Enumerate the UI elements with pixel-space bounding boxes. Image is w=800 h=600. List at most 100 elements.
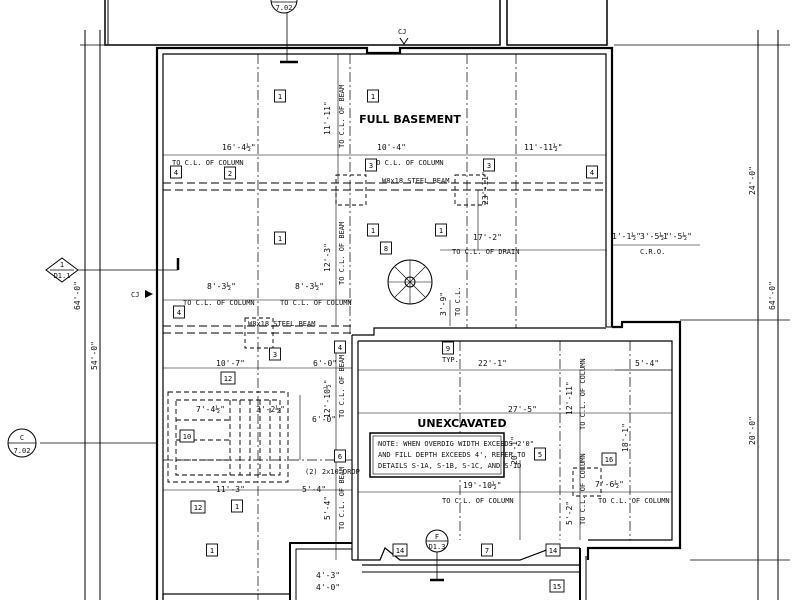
svg-text:4: 4 (177, 309, 181, 317)
svg-text:11'-11½": 11'-11½" (524, 142, 563, 152)
svg-text:7'-6½": 7'-6½" (595, 479, 624, 489)
svg-text:TO C.L. OF BEAM: TO C.L. OF BEAM (338, 222, 346, 285)
callout-tag-3: 3 (483, 158, 495, 172)
beam-line-mid (163, 325, 352, 334)
svg-text:TO C.L. OF COLUMN: TO C.L. OF COLUMN (183, 299, 255, 307)
svg-text:22'-1": 22'-1" (478, 359, 507, 368)
svg-text:1: 1 (439, 227, 443, 235)
svg-text:TO C.L. OF DRAIN: TO C.L. OF DRAIN (452, 248, 519, 256)
callout-tag-4: 4 (170, 165, 182, 179)
callout-tag-1: 1 (274, 231, 286, 245)
svg-text:20'-0": 20'-0" (748, 416, 757, 445)
svg-text:TYP.: TYP. (442, 356, 459, 364)
svg-text:TO C.L. OF BEAM: TO C.L. OF BEAM (338, 467, 346, 530)
svg-text:TO C.L.: TO C.L. (454, 286, 462, 316)
svg-text:1'-5½": 1'-5½" (663, 231, 692, 241)
svg-text:12'-11": 12'-11" (565, 381, 574, 415)
svg-text:4: 4 (590, 169, 594, 177)
callout-tag-1: 1 (206, 543, 218, 557)
section-marker-top: 7.02 (270, 0, 298, 14)
svg-text:54'-0": 54'-0" (90, 341, 99, 370)
svg-text:1: 1 (210, 547, 214, 555)
svg-text:11'-3": 11'-3" (216, 485, 245, 494)
callout-tag-12: 12 (190, 500, 206, 514)
svg-text:15: 15 (553, 583, 561, 591)
svg-text:7: 7 (485, 547, 489, 555)
svg-text:3'-9": 3'-9" (439, 292, 448, 316)
svg-text:64'-0": 64'-0" (73, 281, 82, 310)
svg-text:3: 3 (273, 351, 277, 359)
svg-text:3: 3 (369, 162, 373, 170)
svg-text:10'-7": 10'-7" (216, 359, 245, 368)
callout-tag-1: 1 (367, 89, 379, 103)
section-marker-sheet: D1.1 (54, 272, 71, 280)
svg-text:14: 14 (396, 547, 404, 555)
section-marker-left: 1 D1.1 (45, 257, 79, 283)
svg-text:TO C.L. OF BEAM: TO C.L. OF BEAM (338, 355, 346, 418)
svg-text:12'-10½": 12'-10½" (322, 379, 332, 418)
basement-wall-outer (155, 46, 614, 600)
svg-text:TO C.L. OF BEAM: TO C.L. OF BEAM (338, 85, 346, 148)
callout-tag-15: 15 (549, 579, 565, 593)
note-line-1: NOTE: WHEN OVERDIG WIDTH EXCEEDS 2'0" (378, 440, 534, 448)
svg-text:6'-0": 6'-0" (312, 415, 336, 424)
callout-tag-6: 6 (334, 449, 346, 463)
control-joint-label: CJ (398, 28, 406, 36)
svg-text:18'-1": 18'-1" (621, 423, 630, 452)
callout-tag-5: 5 (534, 447, 546, 461)
dimension-texts: 16'-4½" 10'-4" 11'-11½" TO C.L. OF COLUM… (73, 85, 777, 592)
beam-line-top (163, 182, 606, 191)
svg-text:1: 1 (278, 93, 282, 101)
svg-text:3'-5½": 3'-5½" (640, 231, 669, 241)
svg-text:1: 1 (278, 235, 282, 243)
room-title-unexcavated: UNEXCAVATED (417, 417, 506, 430)
svg-text:5'-4": 5'-4" (635, 359, 659, 368)
section-marker-sheet: 7.02 (276, 4, 293, 12)
callout-tag-1: 1 (231, 499, 243, 513)
callout-tag-10: 10 (179, 429, 195, 443)
svg-text:2: 2 (228, 170, 232, 178)
joist-lines (163, 54, 631, 600)
svg-text:24'-0": 24'-0" (748, 166, 757, 195)
note-line-2: AND FILL DEPTH EXCEEDS 4', REFER TO (378, 451, 526, 459)
svg-text:4: 4 (338, 344, 342, 352)
interior-dimension-lines (163, 54, 700, 560)
upper-room-outline-right (506, 0, 608, 46)
section-marker-letter: 1 (60, 261, 64, 269)
callout-tag-9: 9 (442, 341, 454, 355)
svg-text:17'-2": 17'-2" (473, 233, 502, 242)
svg-text:20'-1": 20'-1" (510, 436, 519, 465)
svg-text:16'-4½": 16'-4½" (222, 142, 256, 152)
unexcavated-wall-outer (586, 320, 682, 560)
callout-tag-8: 8 (380, 241, 392, 255)
svg-text:10: 10 (183, 433, 191, 441)
svg-text:C.R.O.: C.R.O. (640, 248, 665, 256)
control-joint-label: CJ (131, 291, 139, 299)
svg-text:4'-0": 4'-0" (316, 583, 340, 592)
callout-tag-1: 1 (435, 223, 447, 237)
section-marker-sheet: D1.3 (429, 543, 446, 551)
svg-text:1: 1 (235, 503, 239, 511)
basement-wall-inner (162, 53, 607, 600)
svg-text:16: 16 (605, 456, 613, 464)
svg-text:4: 4 (174, 169, 178, 177)
svg-text:(2) 2x10 DROP: (2) 2x10 DROP (305, 468, 360, 476)
svg-text:12'-3": 12'-3" (323, 243, 332, 272)
svg-text:5'-4": 5'-4" (323, 496, 332, 520)
svg-text:TO C.L. OF COLUMN: TO C.L. OF COLUMN (579, 453, 587, 525)
note-line-3: DETAILS S-1A, S-1B, S-1C, AND S-1D (378, 462, 521, 470)
callout-tag-2: 2 (224, 166, 236, 180)
svg-text:14: 14 (549, 547, 557, 555)
beam-label-top: W8x18 STEEL BEAM (382, 177, 449, 185)
svg-text:TO C.L. OF COLUMN: TO C.L. OF COLUMN (172, 159, 244, 167)
section-marker-c: C 7.02 (7, 428, 37, 458)
callout-tag-14: 14 (545, 543, 561, 557)
callout-tag-1: 1 (367, 223, 379, 237)
section-marker-f: F D1.3 (425, 529, 449, 553)
svg-text:8: 8 (384, 245, 388, 253)
svg-text:6'-0": 6'-0" (313, 359, 337, 368)
section-marker-letter: C (20, 434, 24, 442)
svg-text:5'-2": 5'-2" (565, 501, 574, 525)
room-title-full-basement: FULL BASEMENT (359, 113, 461, 126)
